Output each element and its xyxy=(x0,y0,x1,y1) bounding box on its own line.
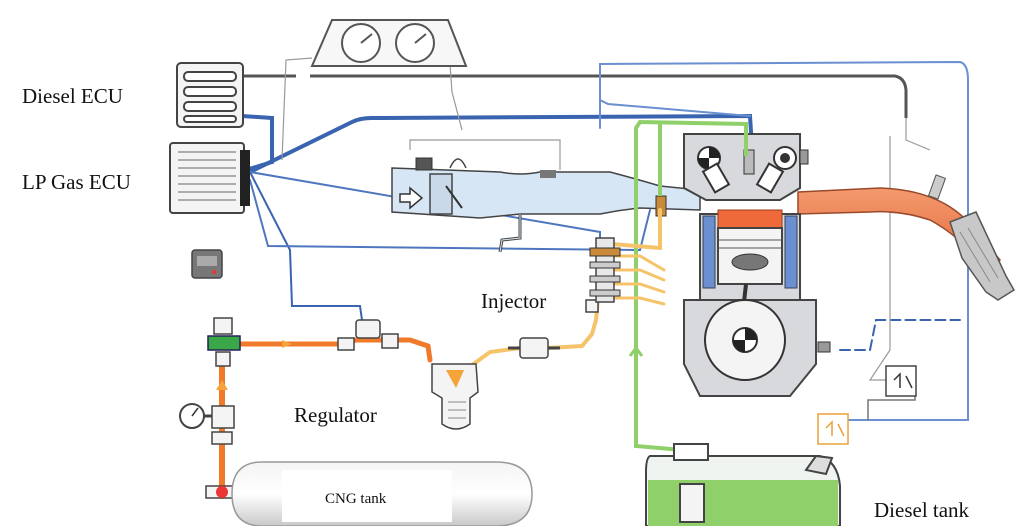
regulator-unit xyxy=(431,363,479,430)
gas-filter xyxy=(508,299,599,359)
diesel-tank-label: Diesel tank xyxy=(874,498,970,522)
cng-tank xyxy=(231,461,533,526)
relay-boxes xyxy=(817,365,917,445)
gauge-thin-wires xyxy=(281,57,931,381)
injector-label: Injector xyxy=(481,289,547,313)
lp-gas-ecu-unit xyxy=(169,142,250,214)
injector-rail xyxy=(589,237,621,303)
gas-valve xyxy=(179,317,241,499)
diesel-tank xyxy=(645,443,841,526)
lp-gas-ecu-label: LP Gas ECU xyxy=(22,170,131,194)
gauge-cluster xyxy=(310,19,468,67)
flow-arrows xyxy=(216,340,452,390)
regulator-label: Regulator xyxy=(294,403,377,427)
diesel-ecu-unit xyxy=(176,62,244,128)
intake-manifold xyxy=(391,157,701,253)
switch-box xyxy=(191,249,223,279)
gauge-wire xyxy=(244,74,908,118)
exhaust-pipe xyxy=(797,174,1016,301)
engine-block xyxy=(655,133,831,397)
diesel-ecu-label: Diesel ECU xyxy=(22,84,123,108)
gas-solenoid xyxy=(337,319,399,351)
cng-tank-label: CNG tank xyxy=(325,491,387,507)
gas-lines xyxy=(219,208,666,499)
